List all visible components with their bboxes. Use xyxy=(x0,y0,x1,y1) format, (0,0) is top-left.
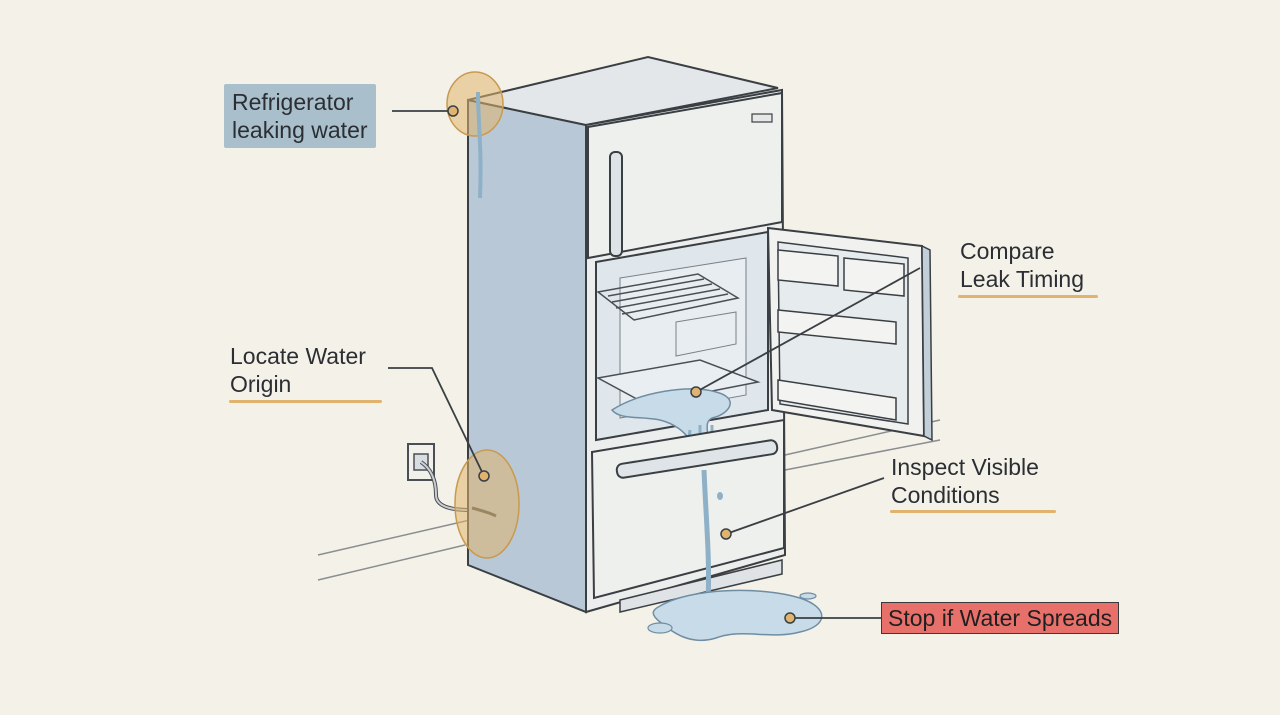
marker-top-corner xyxy=(447,105,459,117)
marker-interior-puddle xyxy=(690,386,702,398)
underline-inspect xyxy=(890,510,1056,513)
label-line: Conditions xyxy=(891,482,1000,508)
leader-lines xyxy=(388,110,921,619)
label-line: Locate Water xyxy=(230,343,366,369)
floor-lines xyxy=(317,419,941,581)
fridge-top-panel xyxy=(467,55,779,127)
label-line: leaking water xyxy=(232,117,368,143)
label-line: Origin xyxy=(230,371,292,397)
marker-back-connection xyxy=(478,470,490,482)
label-line: Inspect Visible xyxy=(891,454,1039,480)
label-line: Leak Timing xyxy=(960,266,1085,292)
label-compare-leak-timing: Compare Leak Timing xyxy=(960,237,1084,293)
label-stop-if-water-spreads: Stop if Water Spreads xyxy=(881,602,1120,634)
drawer-handle xyxy=(615,439,779,479)
label-inspect-visible-conditions: Inspect Visible Conditions xyxy=(891,453,1039,509)
brand-plate xyxy=(751,113,773,123)
door-shelves xyxy=(777,249,905,421)
marker-drawer xyxy=(720,528,732,540)
wall-outlet xyxy=(407,443,471,512)
label-locate-water-origin: Locate Water Origin xyxy=(230,342,366,398)
floor-puddle xyxy=(652,589,823,642)
freezer-door xyxy=(587,91,783,260)
marker-dots xyxy=(447,105,796,624)
label-line: Refrigerator xyxy=(232,89,354,115)
water-drip xyxy=(701,469,712,601)
label-line: Compare xyxy=(960,238,1055,264)
wire-shelf xyxy=(596,273,741,321)
label-refrigerator-leaking-water: Refrigerator leaking water xyxy=(224,84,376,148)
freezer-handle xyxy=(609,151,623,257)
underline-compare xyxy=(958,295,1098,298)
underline-locate xyxy=(229,400,382,403)
marker-floor-puddle xyxy=(784,612,796,624)
highlight-top-corner xyxy=(446,71,504,199)
highlight-back-connection xyxy=(454,449,520,559)
